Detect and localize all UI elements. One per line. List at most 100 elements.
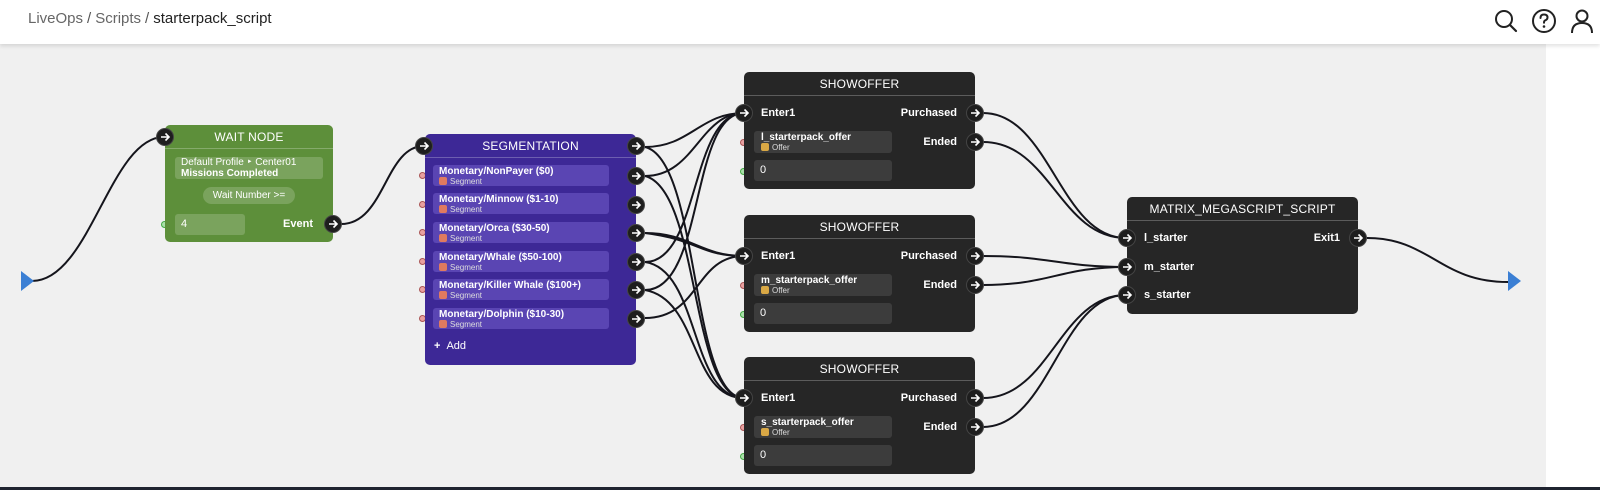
segment-type: Segment xyxy=(450,205,483,214)
offer-selector[interactable]: s_starterpack_offer Offer xyxy=(754,416,892,438)
segment-item[interactable]: Monetary/Dolphin ($10-30) Segment xyxy=(433,308,609,329)
segment-name: Monetary/Dolphin ($10-30) xyxy=(439,309,565,320)
segmentation-else-port[interactable] xyxy=(627,137,645,155)
offer-selector[interactable]: l_starterpack_offer Offer xyxy=(754,131,892,153)
canvas-scrollbar-area xyxy=(1546,44,1600,487)
wait-node-title: WAIT NODE xyxy=(165,125,333,149)
plus-icon: + xyxy=(434,340,441,352)
matrix-input-port[interactable] xyxy=(1118,229,1136,247)
showoffer-node[interactable]: SHOWOFFER Enter1 Purchased Ended m_start… xyxy=(744,215,975,332)
showoffer-purchased-port[interactable] xyxy=(966,389,984,407)
matrix-title: MATRIX_MEGASCRIPT_SCRIPT xyxy=(1127,197,1358,221)
segment-item[interactable]: Monetary/Minnow ($1-10) Segment xyxy=(433,193,609,214)
segment-output-port[interactable] xyxy=(627,196,645,214)
offer-value-input[interactable]: 0 xyxy=(754,445,892,466)
wait-condition-field[interactable]: Default Profile ‣ Center01 Missions Comp… xyxy=(175,157,323,179)
segment-output-port[interactable] xyxy=(627,167,645,185)
matrix-input-port[interactable] xyxy=(1118,258,1136,276)
showoffer-ended-port[interactable] xyxy=(966,133,984,151)
add-segment-label: Add xyxy=(446,340,467,352)
segment-item[interactable]: Monetary/Killer Whale ($100+) Segment xyxy=(433,279,609,300)
showoffer-ended-label: Ended xyxy=(923,136,957,148)
showoffer-title: SHOWOFFER xyxy=(744,215,975,239)
offer-type: Offer xyxy=(772,143,790,152)
showoffer-purchased-port[interactable] xyxy=(966,247,984,265)
segment-icon xyxy=(439,320,447,328)
segment-icon xyxy=(439,291,447,299)
showoffer-title: SHOWOFFER xyxy=(744,357,975,381)
matrix-exit-port[interactable] xyxy=(1349,229,1367,247)
breadcrumb-liveops[interactable]: LiveOps xyxy=(28,10,84,27)
segment-icon xyxy=(439,234,447,242)
breadcrumb-scripts[interactable]: Scripts xyxy=(95,10,142,27)
showoffer-node[interactable]: SHOWOFFER Enter1 Purchased Ended s_start… xyxy=(744,357,975,474)
offer-icon xyxy=(761,143,769,151)
wait-node[interactable]: WAIT NODE Default Profile ‣ Center01 Mis… xyxy=(165,125,333,242)
offer-name: l_starterpack_offer xyxy=(761,132,852,143)
showoffer-node[interactable]: SHOWOFFER Enter1 Purchased Ended l_start… xyxy=(744,72,975,189)
offer-icon xyxy=(761,428,769,436)
help-icon[interactable] xyxy=(1530,7,1558,35)
segment-item[interactable]: Monetary/Whale ($50-100) Segment xyxy=(433,251,609,272)
wait-output-label: Event xyxy=(283,218,313,230)
segment-icon xyxy=(439,177,447,185)
flow-start-marker[interactable] xyxy=(19,270,35,297)
segment-name: Monetary/Orca ($30-50) xyxy=(439,223,550,234)
matrix-script-node[interactable]: MATRIX_MEGASCRIPT_SCRIPT l_starter m_sta… xyxy=(1127,197,1358,314)
showoffer-enter-port[interactable] xyxy=(735,389,753,407)
wait-number-input[interactable]: 4 xyxy=(175,214,245,235)
wait-number-operator[interactable]: Wait Number >= xyxy=(203,187,295,204)
showoffer-enter-port[interactable] xyxy=(735,104,753,122)
header-actions xyxy=(1480,7,1600,37)
segment-type: Segment xyxy=(450,263,483,272)
segment-icon xyxy=(439,205,447,213)
segmentation-node[interactable]: SEGMENTATION Monetary/NonPayer ($0) Segm… xyxy=(425,134,636,365)
offer-icon xyxy=(761,286,769,294)
wait-input-port[interactable] xyxy=(156,128,174,146)
offer-selector[interactable]: m_starterpack_offer Offer xyxy=(754,274,892,296)
matrix-input-label: l_starter xyxy=(1144,232,1188,244)
offer-type: Offer xyxy=(772,286,790,295)
segment-output-port[interactable] xyxy=(627,224,645,242)
add-segment-button[interactable]: + Add xyxy=(434,340,466,352)
matrix-input-label: s_starter xyxy=(1144,289,1191,301)
showoffer-purchased-port[interactable] xyxy=(966,104,984,122)
segment-output-port[interactable] xyxy=(627,281,645,299)
segment-type: Segment xyxy=(450,320,483,329)
segment-type: Segment xyxy=(450,234,483,243)
segment-type: Segment xyxy=(450,291,483,300)
showoffer-ended-label: Ended xyxy=(923,421,957,433)
offer-value-input[interactable]: 0 xyxy=(754,160,892,181)
offer-type: Offer xyxy=(772,428,790,437)
wait-condition-metric: Missions Completed xyxy=(181,168,279,179)
search-icon[interactable] xyxy=(1492,7,1520,35)
showoffer-enter-port[interactable] xyxy=(735,247,753,265)
breadcrumb-separator: / xyxy=(87,10,92,27)
segment-name: Monetary/NonPayer ($0) xyxy=(439,166,554,177)
matrix-input-label: m_starter xyxy=(1144,261,1195,273)
showoffer-purchased-label: Purchased xyxy=(900,250,957,262)
top-bar: LiveOps/Scripts/starterpack_script xyxy=(0,0,1600,44)
wait-event-port[interactable] xyxy=(324,215,342,233)
segmentation-input-port[interactable] xyxy=(415,137,433,155)
segment-type: Segment xyxy=(450,177,483,186)
segment-icon xyxy=(439,263,447,271)
segment-output-port[interactable] xyxy=(627,253,645,271)
showoffer-ended-port[interactable] xyxy=(966,418,984,436)
breadcrumb-separator: / xyxy=(145,10,150,27)
segment-item[interactable]: Monetary/NonPayer ($0) Segment xyxy=(433,165,609,186)
user-icon[interactable] xyxy=(1568,7,1596,35)
segment-output-port[interactable] xyxy=(627,310,645,328)
showoffer-purchased-label: Purchased xyxy=(900,107,957,119)
offer-name: s_starterpack_offer xyxy=(761,417,854,428)
segment-name: Monetary/Whale ($50-100) xyxy=(439,252,562,263)
segmentation-title: SEGMENTATION xyxy=(425,134,636,158)
showoffer-ended-label: Ended xyxy=(923,279,957,291)
showoffer-input-label: Enter1 xyxy=(761,392,796,404)
offer-value-input[interactable]: 0 xyxy=(754,303,892,324)
breadcrumb: LiveOps/Scripts/starterpack_script xyxy=(28,10,272,27)
matrix-input-port[interactable] xyxy=(1118,286,1136,304)
segment-item[interactable]: Monetary/Orca ($30-50) Segment xyxy=(433,222,609,243)
flow-end-marker[interactable] xyxy=(1506,270,1522,297)
showoffer-ended-port[interactable] xyxy=(966,276,984,294)
